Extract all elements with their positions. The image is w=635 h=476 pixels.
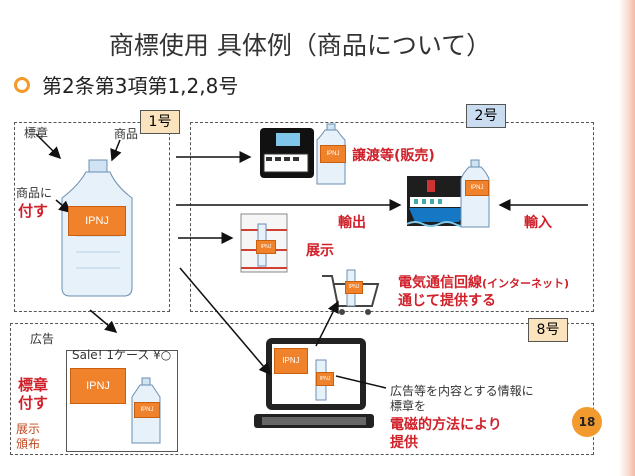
tag-8go: 8号 [528, 318, 568, 342]
screen-bottle-ipnj-label: IPNJ [316, 372, 334, 386]
computer-icon [254, 338, 374, 428]
bullet-circle-icon [14, 76, 30, 93]
arrows [35, 133, 588, 389]
label-shohin: 商品 [114, 127, 139, 141]
label-denki-internet: (インターネット) [482, 277, 570, 290]
ad-bottle-ipnj-label: IPNJ [134, 402, 160, 418]
cash-register-icon [260, 128, 314, 178]
cargo-ship-icon [406, 176, 467, 227]
page-number: 18 [572, 407, 602, 437]
bottle-sale-ipnj-label: IPNJ [320, 145, 346, 163]
slide-title: 商標使用 具体例（商品について） [108, 31, 492, 60]
label-joto: 譲渡等(販売) [352, 148, 435, 164]
label-kokoku: 広告 [30, 332, 55, 346]
label-yunyu: 輸入 [524, 215, 552, 231]
region-2go [190, 122, 594, 312]
screen-ipnj-label: IPNJ [274, 348, 308, 374]
label-denji-1: 電磁的方法により [390, 417, 502, 433]
bottle-ipnj-label: IPNJ [68, 206, 126, 236]
bottle-import-ipnj-label: IPNJ [465, 180, 489, 196]
cart-ipnj-label: IPNJ [345, 281, 363, 294]
bullet-text: 第2条第3項第1,2,8号 [42, 74, 239, 98]
tag-2go: 2号 [466, 104, 506, 128]
label-tenji-hanpu-1: 展示 [16, 422, 41, 436]
label-denki-line1: 電気通信回線(インターネット) [398, 272, 569, 292]
label-info-2: 標章を [390, 399, 427, 413]
label-denki-text: 電気通信回線 [398, 275, 482, 291]
label-hyosho-fusu-2: 付す [18, 394, 49, 412]
ad-box [66, 350, 178, 452]
label-yushutsu: 輸出 [338, 215, 366, 231]
ad-ipnj-label: IPNJ [70, 368, 126, 404]
tag-1go: 1号 [140, 110, 180, 134]
shelf-ipnj-label: IPNJ [256, 240, 276, 254]
right-decoration-band [619, 0, 635, 476]
label-sale: Sale! 1ケース ¥○ [72, 348, 172, 362]
label-hyosho: 標章 [24, 126, 49, 140]
region-8go [10, 323, 594, 455]
label-shohin-ni: 商品に [16, 186, 53, 200]
label-denji-2: 提供 [390, 435, 418, 451]
label-fusu: 付す [18, 202, 49, 220]
label-info-1: 広告等を内容とする情報に [390, 384, 534, 398]
label-hyosho-fusu-1: 標章 [18, 376, 49, 394]
label-tenji-hanpu-2: 頒布 [16, 437, 41, 451]
label-tenji: 展示 [306, 243, 334, 259]
bullet-item: 第2条第3項第1,2,8号 [14, 70, 238, 99]
label-denki-line2: 通じて提供する [398, 293, 496, 309]
